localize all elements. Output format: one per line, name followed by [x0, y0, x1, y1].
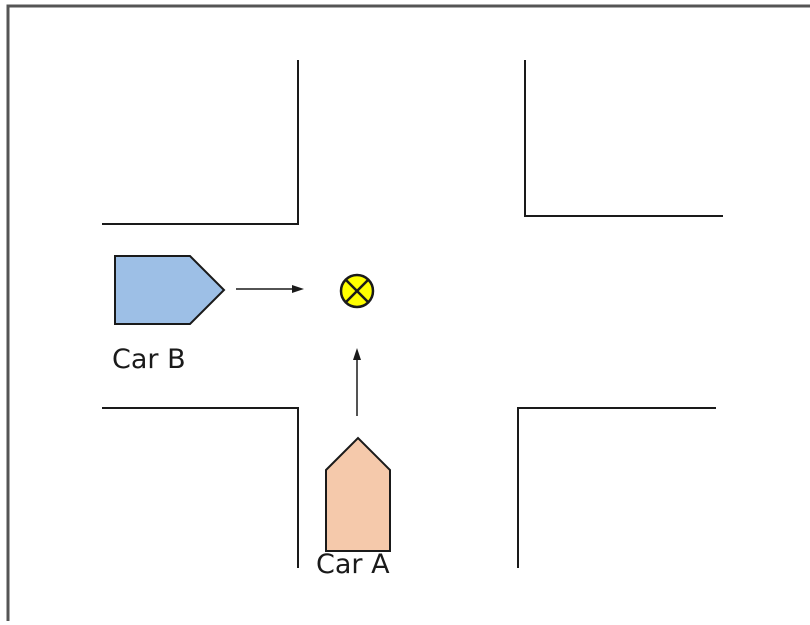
crossed-circle-icon: [339, 273, 375, 309]
road-corner-bottom-right: [517, 407, 716, 568]
road-corner-bottom-left: [102, 407, 299, 568]
road-corner-top-left: [102, 60, 299, 225]
car-a-label: Car A: [316, 549, 390, 580]
car-b-shape: [114, 255, 226, 325]
frame-border: [6, 4, 810, 621]
car-a-shape: [325, 436, 391, 552]
road-corner-top-right: [524, 60, 723, 217]
car-a-arrow: [353, 348, 361, 416]
car-b-arrow: [236, 285, 304, 293]
road-edges: [102, 60, 723, 568]
car-b-label: Car B: [112, 344, 186, 375]
